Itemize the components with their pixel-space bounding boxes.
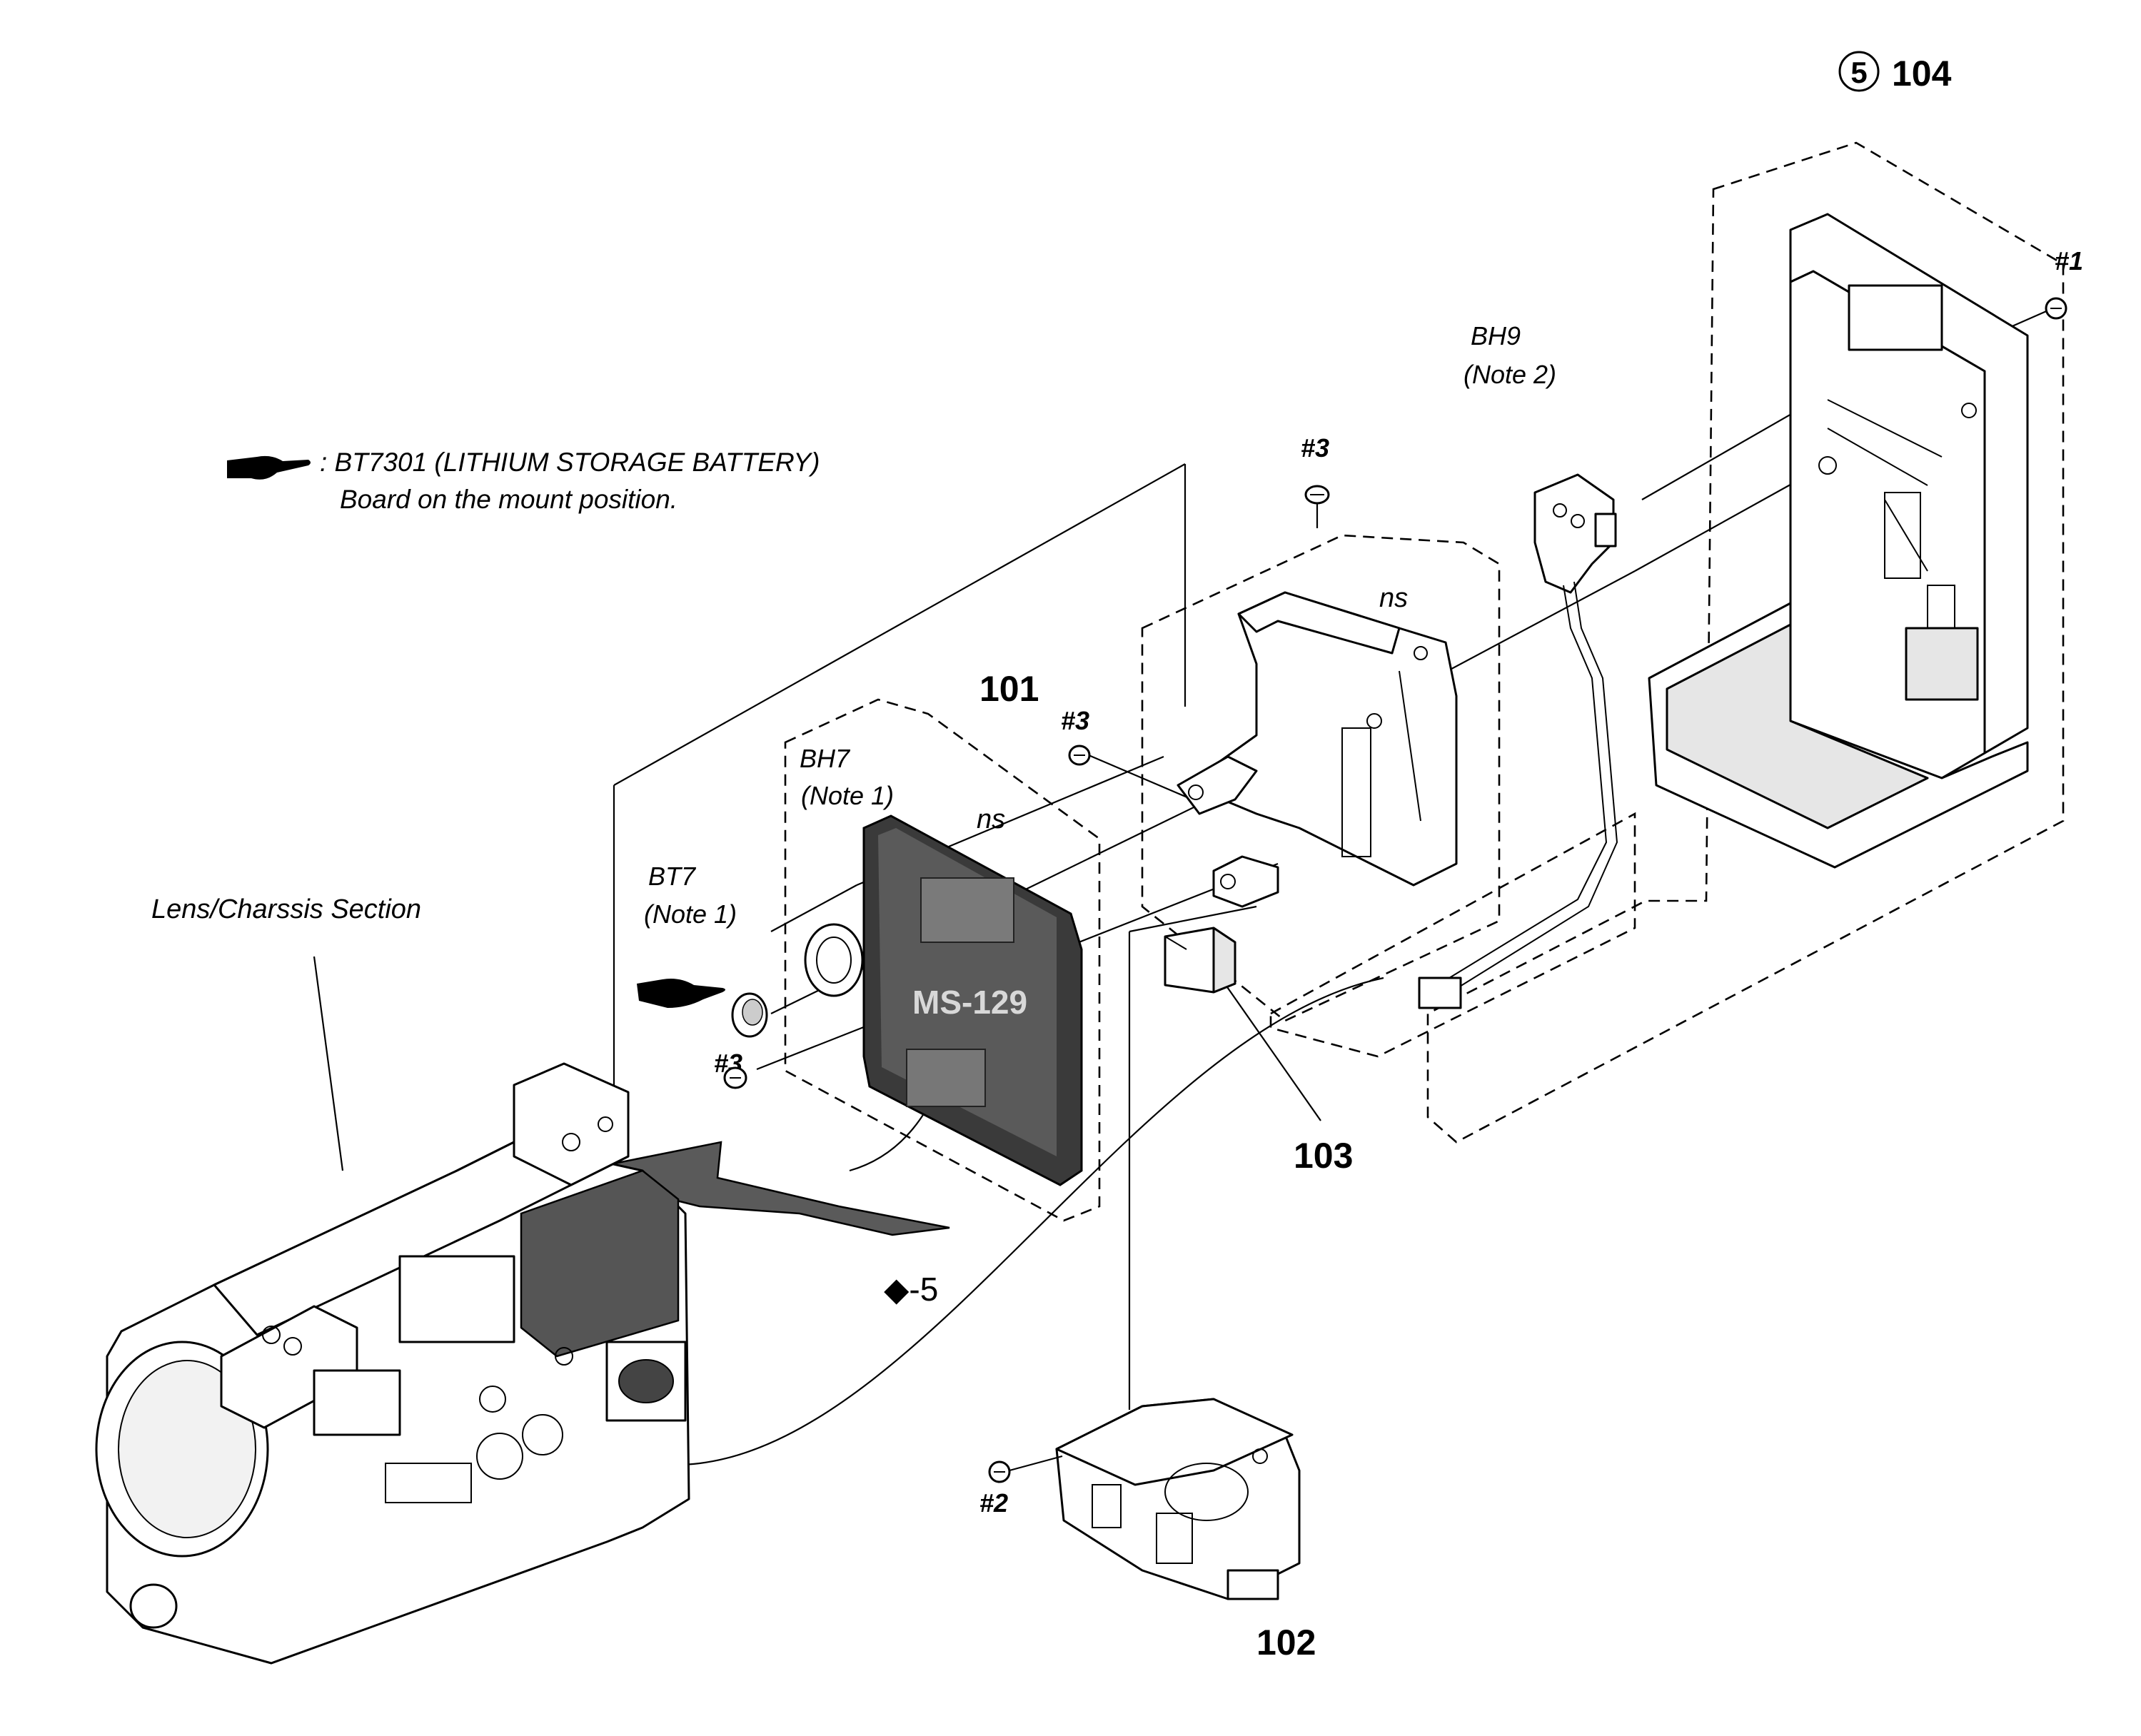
circled-reference-number: 5 xyxy=(1850,56,1867,89)
part-102-bracket xyxy=(1055,1398,1301,1600)
battery-pointer-icon xyxy=(637,979,725,1008)
part-101-board: MS-129 xyxy=(862,814,1083,1186)
label-bt7: BT7 xyxy=(648,862,697,891)
legend-line-1: : BT7301 (LITHIUM STORAGE BATTERY) xyxy=(320,448,820,477)
bt7-lithium-battery-icon xyxy=(731,992,768,1038)
label-ns-frame: ns xyxy=(1379,583,1408,613)
label-connector-ref: ◆-5 xyxy=(884,1271,938,1308)
part-104-rear-cabinet xyxy=(1648,213,2029,869)
label-screw-2: #2 xyxy=(979,1488,1008,1518)
screw-3-mid-icon xyxy=(1068,745,1091,766)
label-bh9-note: (Note 2) xyxy=(1464,360,1556,389)
bh9-harness-part xyxy=(1418,473,1618,1009)
callout-101: 101 xyxy=(979,669,1039,709)
lens-chassis-assembly xyxy=(95,1062,690,1665)
screw-2-icon xyxy=(988,1455,1063,1483)
group-outline-104 xyxy=(1426,141,2065,1144)
label-bh7-note: (Note 1) xyxy=(801,781,894,810)
label-screw-1: #1 xyxy=(2055,246,2083,276)
callout-103: 103 xyxy=(1294,1136,1353,1176)
bh7-battery-holder xyxy=(804,923,864,997)
label-screw-3-mid: #3 xyxy=(1061,706,1089,735)
battery-legend: : BT7301 (LITHIUM STORAGE BATTERY) Board… xyxy=(227,448,820,514)
callout-104: 104 xyxy=(1892,54,1952,94)
pointing-hand-icon xyxy=(227,455,311,480)
group-outline-frame xyxy=(1141,534,1501,1022)
label-ns-board: ns xyxy=(977,804,1005,834)
label-bh7: BH7 xyxy=(800,744,851,773)
callout-102: 102 xyxy=(1256,1623,1316,1662)
screw-1-icon xyxy=(2045,297,2067,320)
circled-reference-marker xyxy=(1838,51,1880,92)
part-103-block xyxy=(1164,927,1236,994)
screw-3-low-icon xyxy=(723,1066,747,1089)
label-bt7-note: (Note 1) xyxy=(644,899,737,929)
mounting-frame-part xyxy=(1177,591,1458,908)
label-bh9: BH9 xyxy=(1471,321,1521,350)
label-lens-chassis-section: Lens/Charssis Section xyxy=(151,894,421,924)
screw-3-top-icon xyxy=(1304,485,1330,505)
label-screw-3-top: #3 xyxy=(1301,433,1329,463)
board-marking-text: MS-129 xyxy=(912,984,1027,1021)
legend-line-2: Board on the mount position. xyxy=(340,485,677,514)
